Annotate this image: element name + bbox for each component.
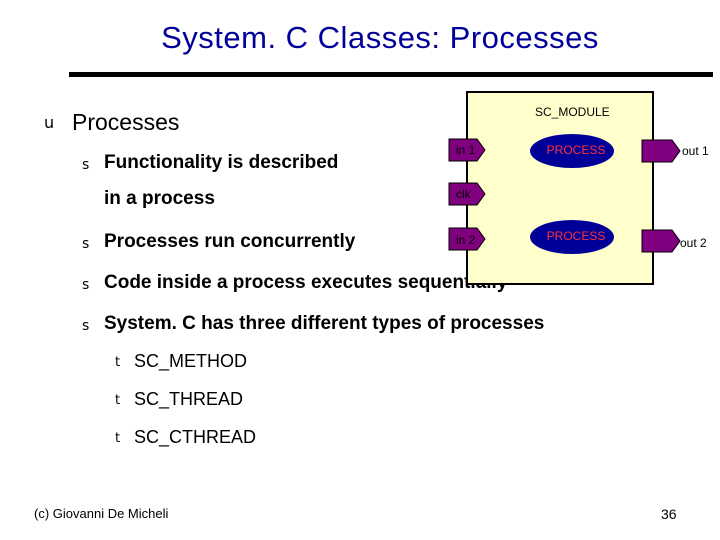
port-label-clk: clk — [456, 187, 471, 201]
bullet-marker: s — [82, 157, 90, 173]
bullet-text: Processes run concurrently — [104, 231, 356, 252]
port-label-in2: in 2 — [456, 233, 476, 247]
slide-title: System. C Classes: Processes — [161, 20, 599, 55]
process-ellipse — [530, 220, 614, 254]
heading-processes: Processes — [72, 109, 180, 135]
output-port-out2 — [641, 229, 681, 253]
bullet-marker: s — [82, 277, 90, 293]
bullet-text: Functionality is described — [104, 152, 339, 173]
bullet-marker: t — [115, 355, 121, 370]
bullet-marker: s — [82, 236, 90, 252]
bullet-marker: t — [115, 431, 121, 446]
sc-module-box — [466, 91, 654, 285]
module-label: SC_MODULE — [535, 105, 610, 119]
page-number: 36 — [661, 506, 677, 522]
process-label: PROCESS — [546, 229, 606, 243]
footer-credit: (c) Giovanni De Micheli — [34, 506, 169, 521]
process-type-text: SC_METHOD — [134, 351, 248, 371]
output-port-out1 — [641, 139, 681, 163]
input-port-in1 — [448, 138, 486, 162]
port-label-in1: in 1 — [456, 143, 476, 157]
title-divider — [69, 72, 713, 77]
bullet-marker: s — [82, 318, 90, 334]
process-ellipse — [530, 134, 614, 168]
port-label-out2: out 2 — [680, 236, 707, 250]
port-label-out1: out 1 — [682, 144, 709, 158]
input-port-clk — [448, 182, 486, 206]
bullet-marker: t — [115, 393, 121, 408]
bullet-text: Code inside a process executes sequentia… — [104, 272, 508, 293]
process-type-text: SC_THREAD — [134, 389, 244, 409]
input-port-in2 — [448, 227, 486, 251]
bullet-marker: u — [44, 113, 55, 132]
process-type-text: SC_CTHREAD — [134, 427, 257, 447]
bullet-text: in a process — [104, 188, 215, 209]
process-label: PROCESS — [546, 143, 606, 157]
bullet-text: System. C has three different types of p… — [104, 313, 545, 334]
